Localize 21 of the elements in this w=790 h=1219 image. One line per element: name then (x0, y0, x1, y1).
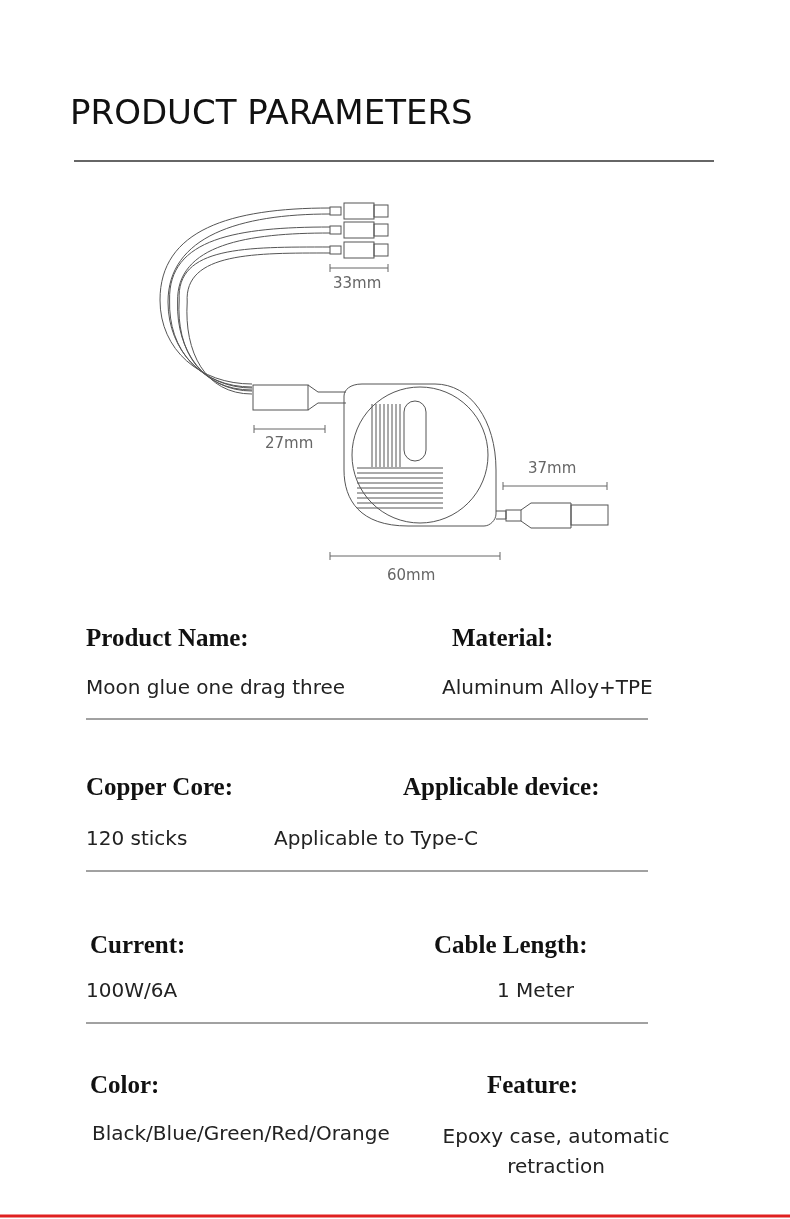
spec-heading: Feature: (487, 1071, 579, 1099)
spec-heading: Applicable device: (403, 773, 600, 801)
spec-heading: Copper Core: (86, 773, 233, 801)
spec-value: Epoxy case, automatic retraction (441, 1123, 671, 1180)
spec-heading: Material: (452, 624, 554, 652)
spec-value: Aluminum Alloy+TPE (442, 675, 653, 699)
spec-heading: Cable Length: (434, 931, 588, 959)
spec-value: 1 Meter (497, 978, 574, 1002)
dimension-label: 33mm (333, 274, 382, 292)
page-title: PRODUCT PARAMETERS (70, 92, 473, 132)
spec-value: Applicable to Type-C (274, 826, 478, 850)
dimension-label: 37mm (528, 459, 577, 477)
spec-value: 120 sticks (86, 826, 188, 850)
dimension-label: 27mm (265, 434, 314, 452)
dimension-label: 60mm (387, 566, 436, 584)
spec-heading: Current: (90, 931, 186, 959)
spec-value: Moon glue one drag three (86, 675, 346, 699)
spec-heading: Product Name: (86, 624, 249, 652)
spec-heading: Color: (90, 1071, 160, 1099)
spec-value: 100W/6A (86, 978, 178, 1002)
spec-value: Black/Blue/Green/Red/Orange (92, 1121, 390, 1145)
